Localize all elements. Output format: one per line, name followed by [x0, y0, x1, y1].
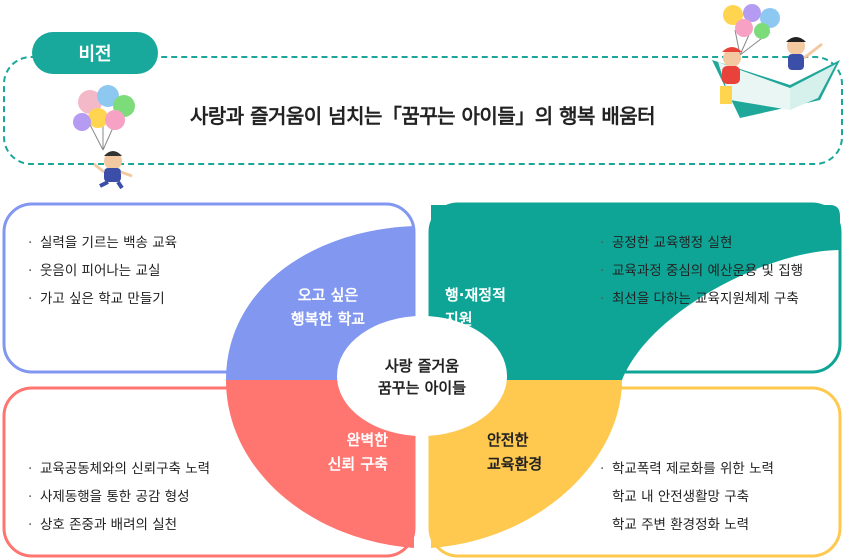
book-children-right-illustration: [712, 4, 840, 118]
bottom-left-title: 완벽한 신뢰 구축: [278, 428, 388, 476]
top-right-title: 행·재정적 지원: [445, 283, 545, 331]
center-label: 사랑 즐거움 꿈꾸는 아이들: [352, 355, 492, 399]
bottom-right-lobe: [431, 380, 622, 548]
top-left-list: ·실력을 기르는 백송 교육 ·웃음이 피어나는 교실 ·가고 싶은 학교 만들…: [28, 229, 177, 313]
bottom-left-lobe: [226, 380, 414, 548]
top-right-title-line-2: 지원: [445, 310, 473, 328]
bottom-right-title: 안전한 교육환경: [487, 428, 587, 476]
list-item: ·공정한 교육행정 실현: [600, 235, 733, 251]
center-ellipse: [337, 316, 507, 436]
bottom-right-list: ·학교폭력 제로화를 위한 노력 학교 내 안전생활망 구축 학교 주변 환경정…: [600, 455, 774, 539]
list-item: ·상호 존중과 배려의 실천: [28, 517, 178, 533]
center-line-1: 사랑 즐거움: [384, 357, 460, 375]
list-item: ·학교폭력 제로화를 위한 노력: [600, 461, 774, 477]
list-item: 학교 내 안전생활망 구축: [612, 489, 750, 505]
vision-frame: [3, 56, 843, 165]
bottom-left-list: ·교육공동체와의 신뢰구축 노력 ·사제동행을 통한 공감 형성 ·상호 존중과…: [28, 455, 210, 539]
bottom-right-title-line-2: 교육환경: [487, 455, 543, 473]
list-item: 학교 주변 환경정화 노력: [612, 517, 750, 533]
top-left-title-line-1: 오고 싶은: [297, 286, 359, 304]
center-line-2: 꿈꾸는 아이들: [377, 379, 467, 397]
vision-statement: 사랑과 즐거움이 넘치는「꿈꾸는 아이들」의 행복 배움터: [189, 104, 656, 128]
list-item: ·실력을 기르는 백송 교육: [28, 235, 178, 251]
list-item: ·가고 싶은 학교 만들기: [28, 291, 165, 307]
list-item: ·웃음이 피어나는 교실: [28, 263, 161, 279]
vision-tab: 비전: [32, 32, 158, 74]
list-item: ·사제동행을 통한 공감 형성: [28, 489, 190, 505]
top-left-title: 오고 싶은 행복한 학교: [268, 283, 388, 331]
bottom-left-title-line-1: 완벽한: [346, 431, 388, 449]
top-right-list: ·공정한 교육행정 실현 ·교육과정 중심의 예산운용 및 집행 ·최선을 다하…: [600, 229, 803, 313]
top-left-title-line-2: 행복한 학교: [290, 310, 366, 328]
top-right-title-line-1: 행·재정적: [445, 286, 506, 304]
list-item: ·교육과정 중심의 예산운용 및 집행: [600, 263, 804, 279]
top-right-lobe: [431, 205, 840, 380]
list-item: ·최선을 다하는 교육지원체제 구축: [600, 291, 799, 307]
bottom-right-title-line-1: 안전한: [487, 431, 529, 449]
bottom-left-title-line-2: 신뢰 구축: [327, 455, 388, 473]
list-item: ·교육공동체와의 신뢰구축 노력: [28, 461, 211, 477]
balloon-child-left-illustration: [73, 85, 135, 190]
vision-tab-label: 비전: [78, 44, 112, 65]
